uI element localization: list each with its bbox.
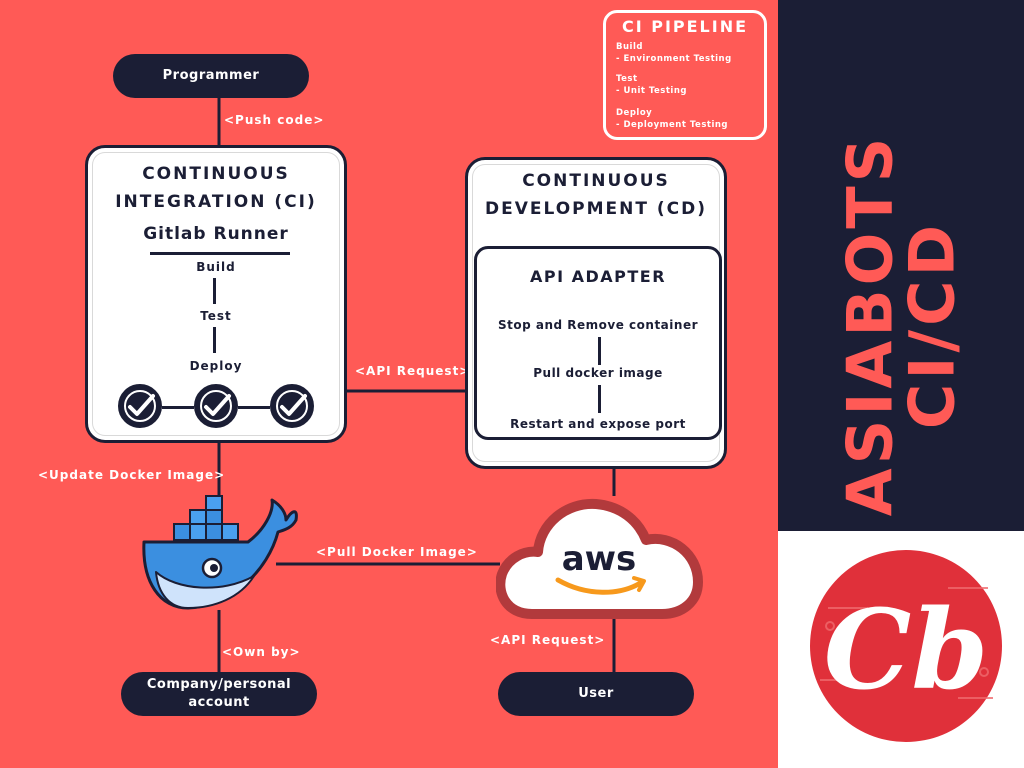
api-adapter-box: API ADAPTER Stop and Remove container Pu… (474, 246, 722, 440)
cd-title-line2: DEVELOPMENT (CD) (484, 199, 708, 219)
check-circle-icon (194, 384, 238, 428)
ci-step-test: Test (200, 309, 232, 323)
account-label: Company/personal account (146, 677, 292, 710)
cd-step-restart: Restart and expose port (510, 417, 686, 431)
check-connector (162, 406, 194, 409)
docker-whale-icon (142, 495, 298, 610)
legend-deploy: Deploy - Deployment Testing (616, 107, 728, 131)
legend-build-item: - Environment Testing (616, 54, 732, 64)
pull-docker-image-label: <Pull Docker Image> (316, 545, 478, 559)
brand-title: ASIABOTS CI/CD (778, 134, 1024, 517)
api-request-label: <API Request> (355, 364, 471, 378)
legend-build-head: Build (616, 42, 643, 52)
programmer-node: Programmer (113, 54, 309, 98)
runner-title: Gitlab Runner (143, 224, 289, 244)
update-docker-image-label: <Update Docker Image> (38, 468, 226, 482)
brand-text: ASIABOTS CI/CD (833, 133, 969, 517)
ci-step-connector (213, 278, 216, 304)
legend-test-item: - Unit Testing (616, 86, 687, 96)
cd-step-connector (598, 337, 601, 365)
brand-line1: ASIABOTS (833, 133, 907, 517)
legend-deploy-head: Deploy (616, 108, 653, 118)
ci-step-connector (213, 327, 216, 353)
ci-pipeline-legend: CI PIPELINE Build - Environment Testing … (603, 10, 767, 140)
legend-deploy-item: - Deployment Testing (616, 120, 728, 130)
own-by-label: <Own by> (222, 645, 301, 659)
check-connector (238, 406, 270, 409)
api-request-user-label: <API Request> (490, 633, 606, 647)
cd-step-pull: Pull docker image (533, 366, 663, 380)
aws-logo-text: aws (562, 539, 637, 579)
cd-step-stop: Stop and Remove container (497, 318, 698, 332)
brand-panel (778, 0, 1024, 531)
check-circle-icon (118, 384, 162, 428)
pipeline-checks (118, 384, 314, 432)
push-code-label: <Push code> (224, 113, 325, 127)
connector-lines (217, 98, 616, 672)
ci-step-build: Build (196, 260, 236, 274)
user-label: User (578, 686, 614, 701)
cd-box: CONTINUOUS DEVELOPMENT (CD) API ADAPTER … (465, 157, 727, 469)
legend-title: CI PIPELINE (621, 17, 749, 36)
check-circle-icon (270, 384, 314, 428)
cd-step-connector (598, 385, 601, 413)
ci-step-deploy: Deploy (189, 359, 243, 373)
user-node: User (498, 672, 694, 716)
cb-logo-text: Cb (824, 585, 988, 714)
runner-underline (150, 252, 290, 255)
ci-title-line1: CONTINUOUS (142, 164, 290, 184)
account-node: Company/personal account (121, 672, 317, 716)
brand-line2: CI/CD (895, 220, 969, 430)
aws-cloud-icon: aws (496, 498, 703, 619)
programmer-label: Programmer (162, 68, 260, 83)
cd-title-line1: CONTINUOUS (522, 171, 670, 191)
legend-test: Test - Unit Testing (616, 73, 687, 97)
ci-box: CONTINUOUS INTEGRATION (CI) Gitlab Runne… (85, 145, 347, 443)
legend-test-head: Test (616, 74, 638, 84)
api-adapter-title: API ADAPTER (529, 267, 667, 286)
legend-build: Build - Environment Testing (616, 41, 732, 65)
ci-title-line2: INTEGRATION (CI) (115, 192, 317, 212)
cb-logo-icon: Cb (810, 550, 1002, 742)
